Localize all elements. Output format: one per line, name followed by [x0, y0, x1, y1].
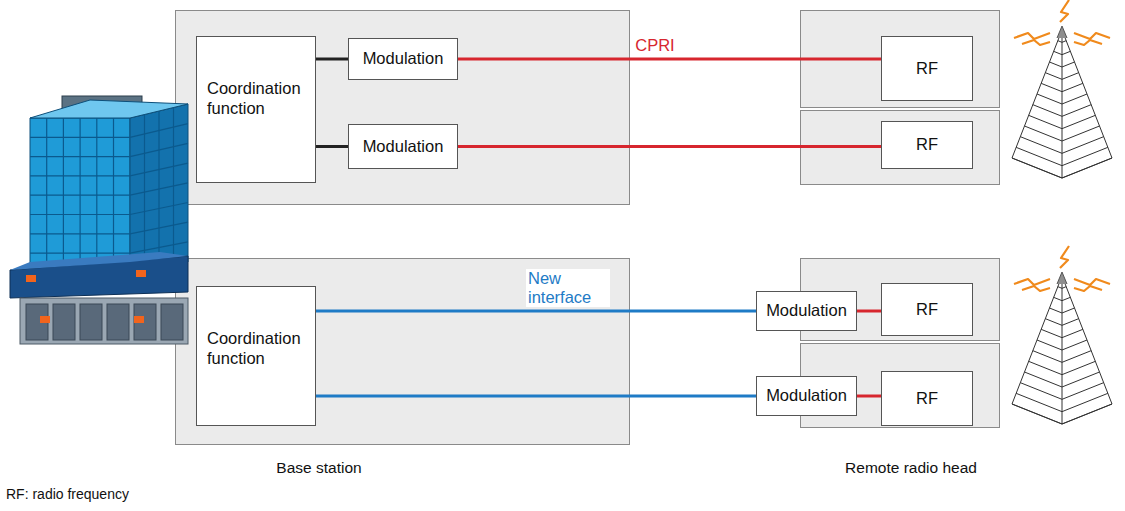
function-box: RF	[881, 283, 973, 336]
link-label: CPRI	[633, 36, 676, 55]
cpri-link	[458, 58, 881, 61]
function-box: Coordination function	[196, 36, 316, 183]
signal-link	[316, 310, 756, 313]
function-box: RF	[881, 121, 973, 169]
function-box: Modulation	[756, 376, 857, 416]
function-box: Modulation	[348, 38, 458, 80]
unit-housing: Coordination functionModulationModulatio…	[175, 10, 630, 205]
signal-link	[857, 310, 881, 313]
function-box: RF	[881, 36, 973, 101]
legend-note: RF: radio frequency	[6, 486, 129, 502]
radio-waves	[1014, 0, 1110, 45]
cpri-link	[458, 145, 881, 148]
box-text: RF	[912, 389, 942, 409]
antenna-tower	[1012, 272, 1112, 424]
box-text: Modulation	[762, 386, 851, 406]
function-box: RF	[881, 371, 973, 426]
unit-caption: Remote radio head	[845, 459, 977, 477]
box-text: RF	[912, 135, 942, 155]
function-box: Coordination function	[196, 286, 316, 426]
antenna-tower	[1012, 26, 1112, 178]
function-box: Modulation	[756, 291, 857, 331]
unit-caption: Base station	[276, 459, 361, 477]
box-text: Coordination function	[203, 329, 309, 369]
signal-link	[316, 145, 348, 148]
link-label: New interface	[526, 269, 610, 307]
signal-link	[857, 395, 881, 398]
office-building	[10, 96, 188, 344]
box-text: Modulation	[359, 49, 448, 69]
box-text: Modulation	[359, 137, 448, 157]
function-box: Modulation	[348, 124, 458, 169]
box-text: Coordination function	[203, 79, 309, 119]
box-text: RF	[912, 59, 942, 79]
signal-link	[316, 58, 348, 61]
box-text: RF	[912, 300, 942, 320]
signal-link	[316, 395, 756, 398]
radio-waves	[1014, 246, 1110, 291]
unit-housing: ModulationRF	[800, 258, 1000, 341]
unit-housing: ModulationRFRemote radio head	[800, 343, 1000, 428]
box-text: Modulation	[762, 301, 851, 321]
